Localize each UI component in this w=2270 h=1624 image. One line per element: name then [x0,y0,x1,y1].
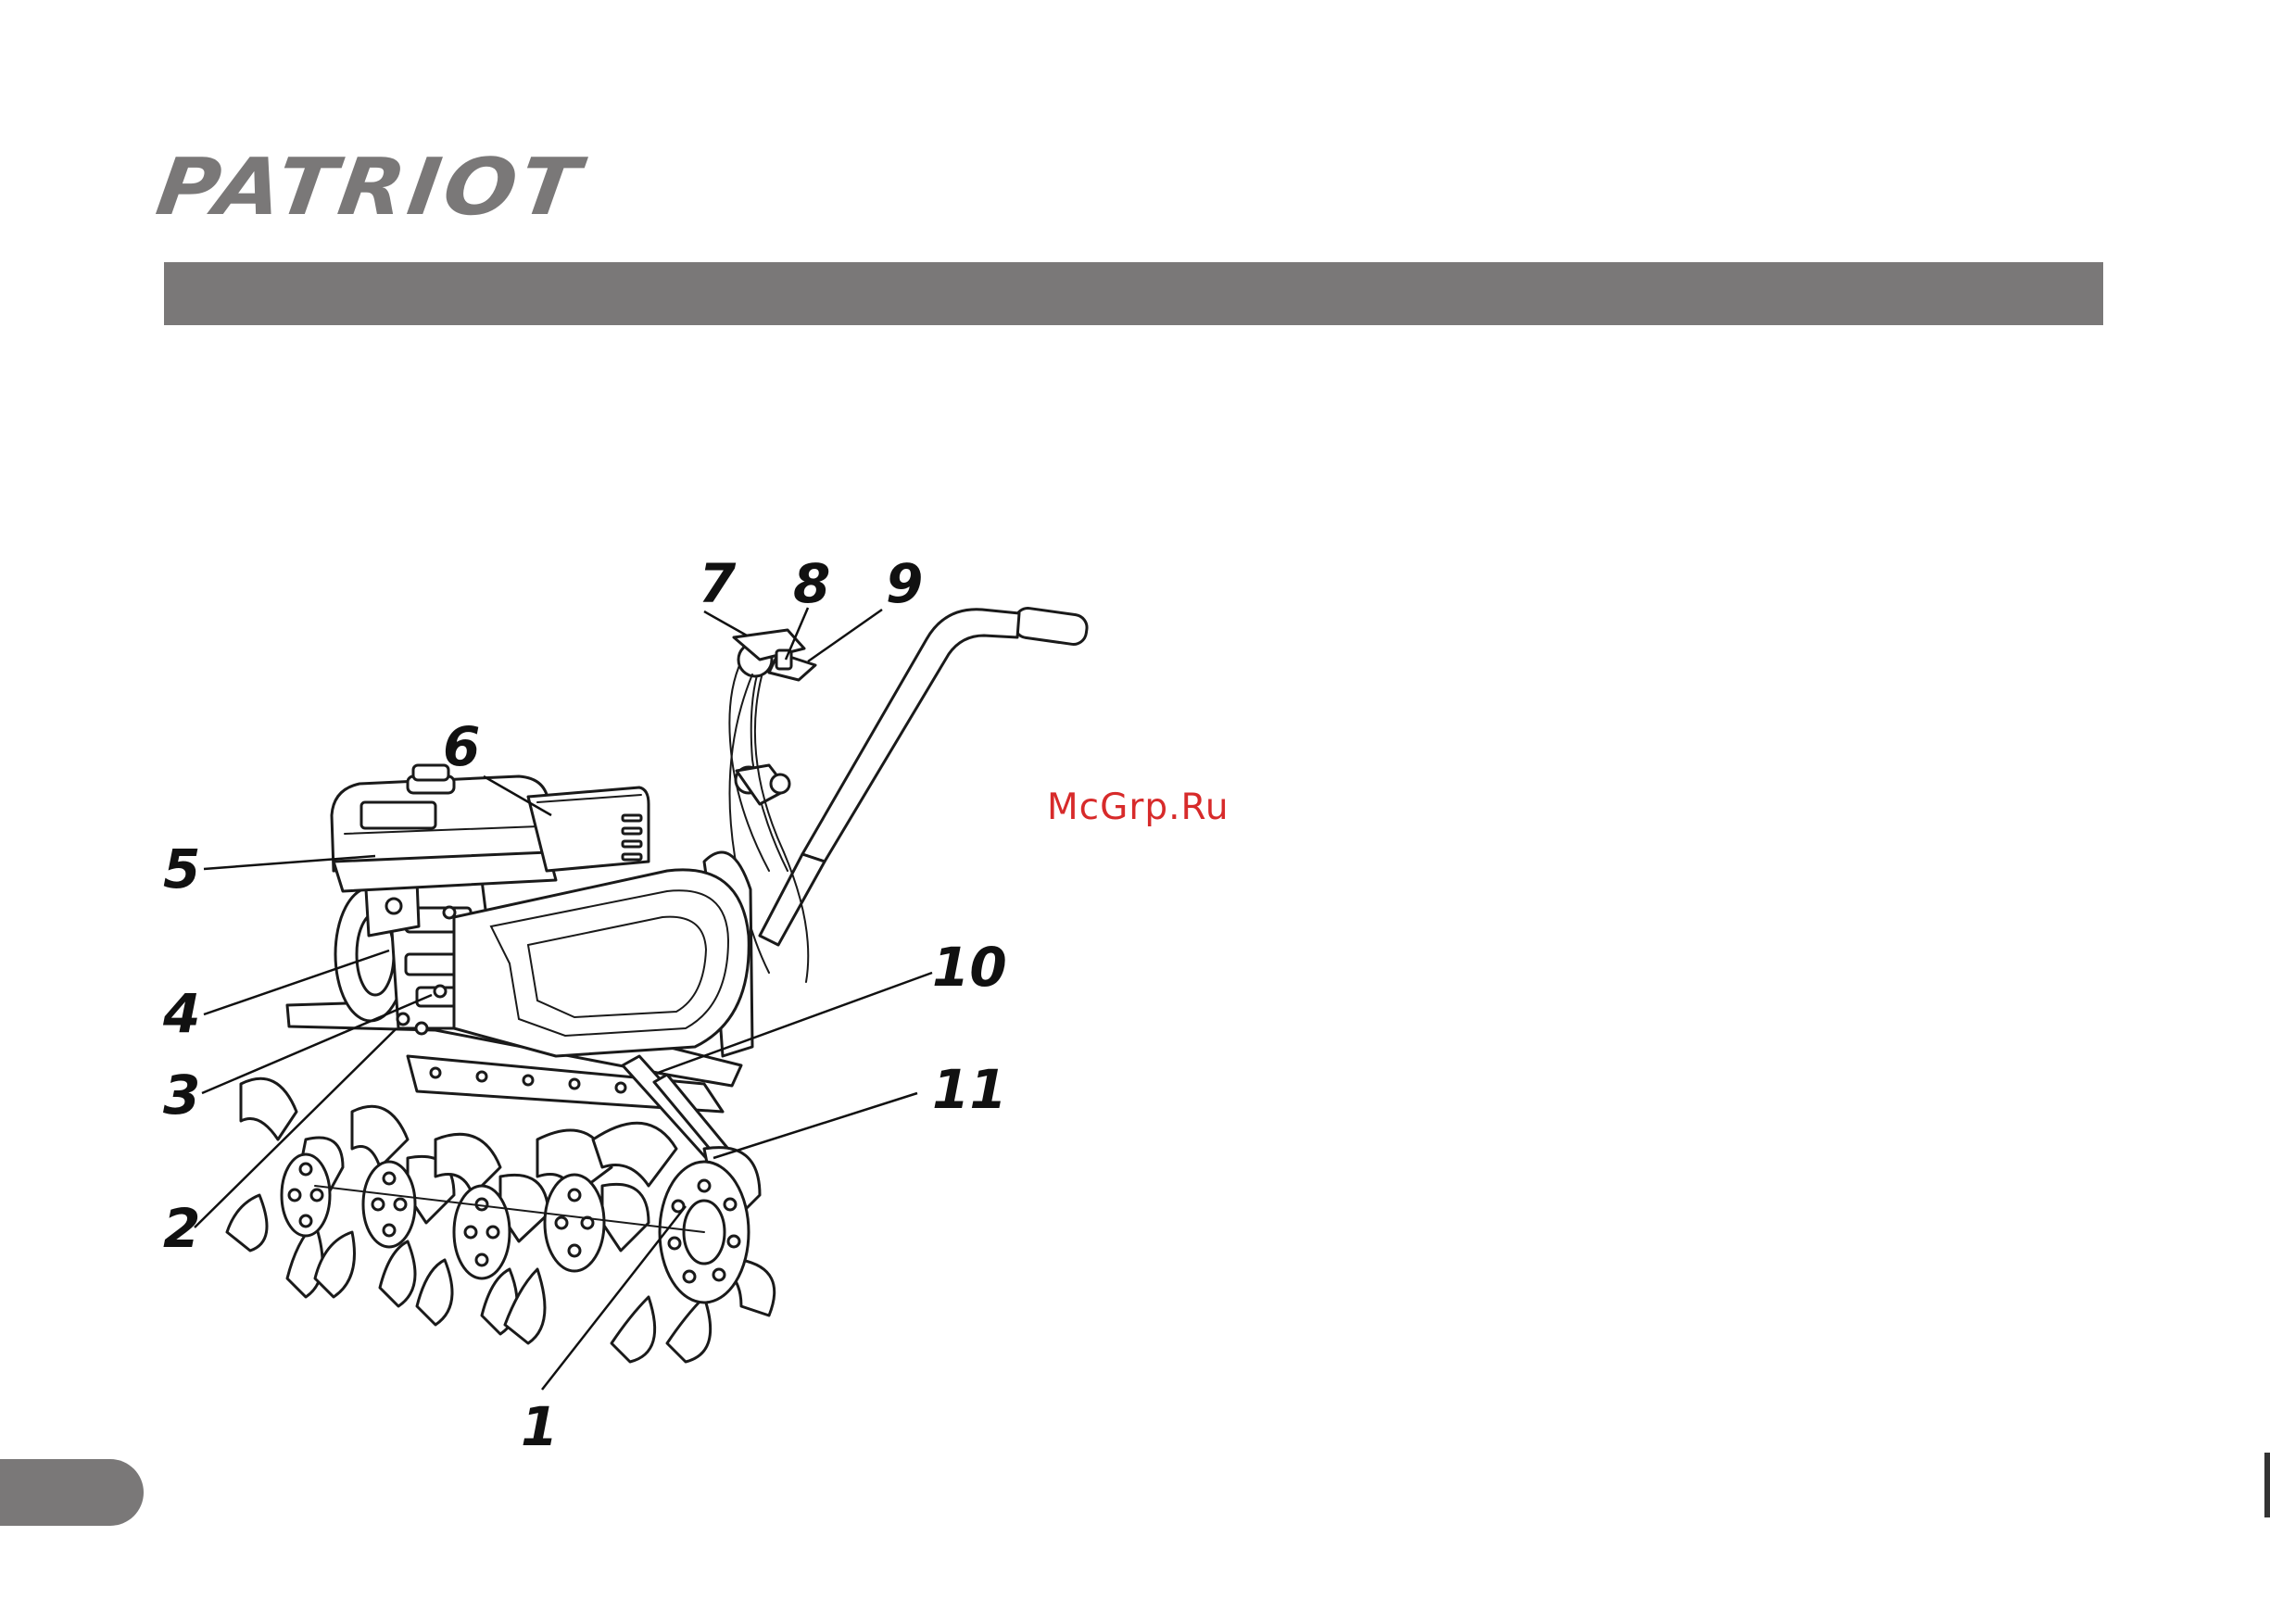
callout-9: 9 [886,552,923,615]
callout-4: 4 [162,982,200,1045]
callout-11: 11 [932,1058,1007,1121]
belt-guard [454,870,749,1056]
callout-1: 1 [521,1395,558,1458]
callout-8: 8 [793,552,830,615]
callout-2: 2 [163,1197,200,1260]
callout-10: 10 [932,936,1007,999]
callout-7: 7 [699,552,737,615]
right-edge-mark [2264,1453,2270,1517]
page-number-tab [0,1459,144,1526]
leader-9 [808,610,882,661]
callout-5: 5 [163,837,200,900]
handlebar [729,607,1088,982]
callout-3: 3 [163,1064,200,1127]
callout-6: 6 [443,715,480,778]
leader-11 [713,1093,917,1158]
